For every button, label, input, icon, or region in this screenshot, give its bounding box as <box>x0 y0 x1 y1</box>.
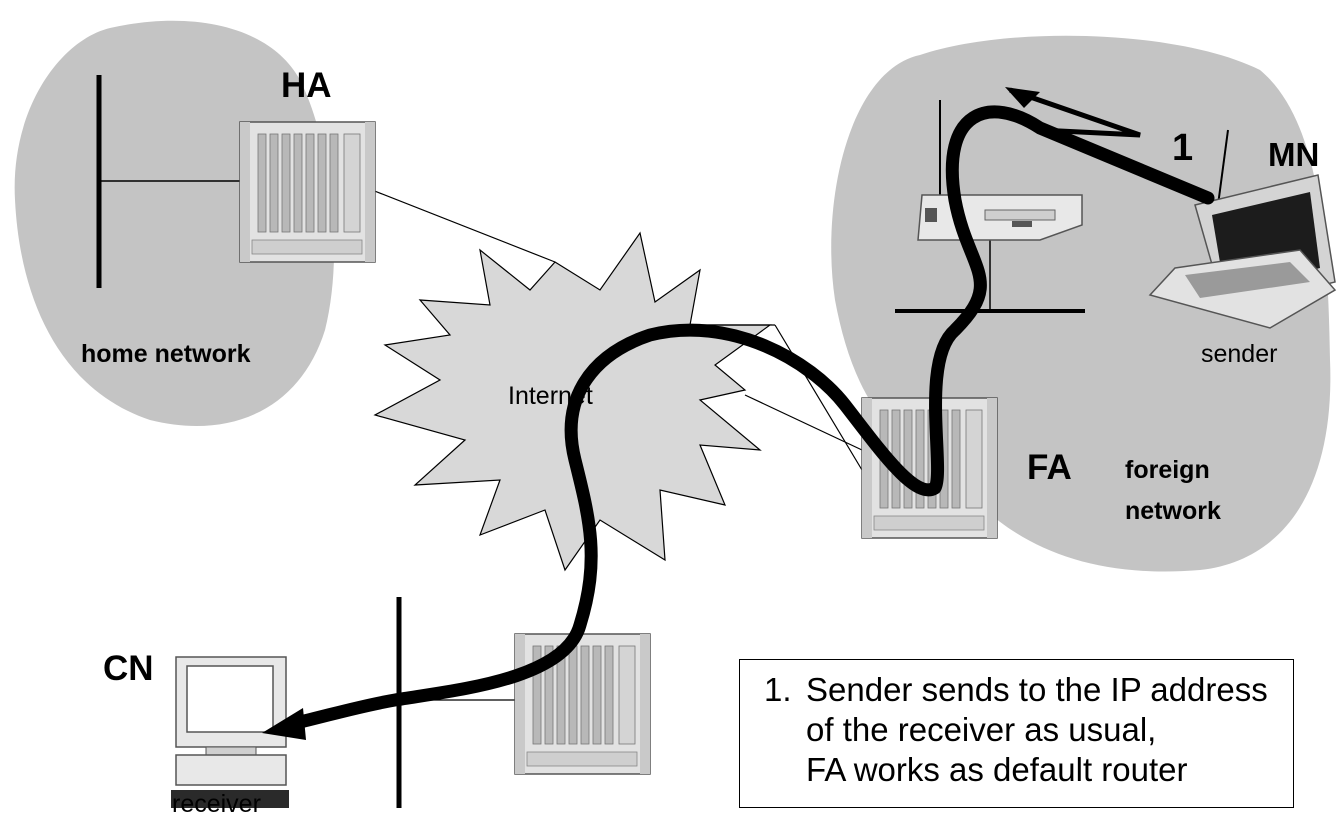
foreign-network-label-line2: network <box>1125 497 1221 525</box>
cn-label: CN <box>103 649 154 688</box>
cn-router-icon <box>514 633 651 775</box>
note-line-3: FA works as default router <box>806 751 1188 788</box>
ha-router-icon <box>239 121 376 263</box>
step-1-marker: 1 <box>1172 127 1193 169</box>
packet-path <box>293 105 1215 729</box>
wireless-link-arrow <box>1005 87 1211 203</box>
home-network-label: home network <box>81 340 251 368</box>
ha-label: HA <box>281 66 332 105</box>
note-line-2: of the receiver as usual, <box>806 711 1157 748</box>
internet-label: Internet <box>508 382 593 410</box>
laptop-icon <box>1148 129 1337 329</box>
note-line-1: 1. Sender sends to the IP address <box>764 670 1293 710</box>
desktop-computer-icon <box>171 656 289 808</box>
home-lan <box>96 75 240 288</box>
fa-label: FA <box>1027 448 1072 487</box>
explanation-note: 1. Sender sends to the IP address of the … <box>739 659 1294 808</box>
sender-label: sender <box>1201 340 1277 368</box>
foreign-network-label-line1: foreign <box>1125 456 1210 484</box>
receiver-label: receiver <box>172 790 261 817</box>
foreign-lan <box>895 230 1085 313</box>
arrowhead-to-cn <box>262 708 306 740</box>
note-text-1: Sender sends to the IP address <box>806 671 1268 708</box>
note-number: 1. <box>764 671 792 708</box>
mn-label: MN <box>1268 136 1319 173</box>
